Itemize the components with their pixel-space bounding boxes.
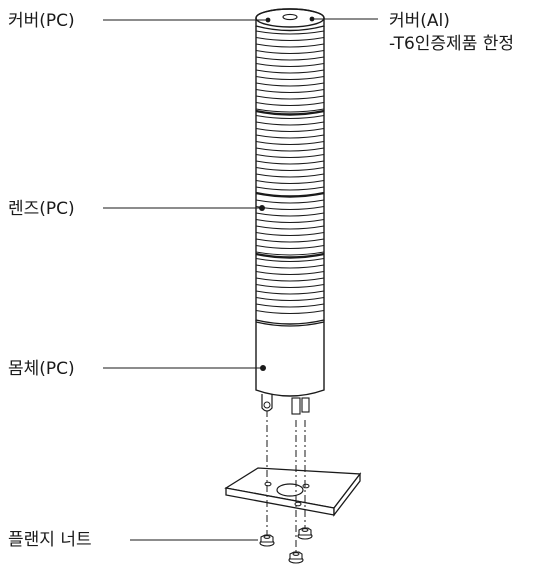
lens-rib [255,82,325,87]
tier-divider-ring [255,252,325,259]
tier-divider-ring [255,109,325,116]
plate-mount-hole [294,501,302,507]
lens-rib [255,128,325,132]
flange-nut-bore [292,552,300,556]
lens-rib [255,186,325,191]
lens-rib [255,141,325,145]
lens-rib [255,238,325,243]
top-cover-outline [255,8,325,28]
lens-tube [255,26,325,325]
body-top-rim [255,321,325,327]
label-cover-al: 커버(Al) [389,11,450,31]
label-body: 몸체(PC) [8,359,75,379]
flange-nut-bore [301,528,309,532]
flange-plate-side-edge [333,472,361,517]
lens-rib [255,89,325,93]
lens-rib [255,160,325,165]
label-cover-pc: 커버(PC) [8,11,75,31]
lens-rib [255,43,325,48]
plate-mount-hole [264,481,272,487]
lens-rib [255,284,325,288]
lens-rib [255,50,325,54]
lens-rib [255,69,325,74]
mounting-stud [301,397,310,413]
flange-nut-bore [263,535,271,539]
lens-rib [255,173,325,178]
lens-rib [255,219,325,223]
label-lens: 렌즈(PC) [8,199,75,219]
mounting-stud [291,397,301,415]
lens-rib [255,180,325,184]
lens-rib [255,121,325,126]
label-cover-al-note: -T6인증제품 한정 [389,34,515,54]
lens-rib [255,225,325,230]
top-cover-side [255,18,325,32]
lens-rib [255,63,325,67]
lens-rib [255,102,325,106]
lens-rib [255,245,325,249]
lens-rib [255,167,325,171]
lens-rib [255,271,325,275]
lens-rib [255,147,325,152]
lens-rib [255,30,325,35]
lens-rib [255,108,325,113]
lens-rib [255,310,325,314]
lens-rib [255,297,325,301]
label-flange-nut: 플랜지 너트 [8,530,92,550]
lens-rib [255,115,325,119]
lens-rib [255,232,325,236]
lens-rib [255,303,325,308]
lens-rib [255,56,325,61]
lens-rib [255,212,325,217]
plate-mount-hole [302,483,310,489]
lens-rib [255,154,325,158]
lens-rib [255,37,325,41]
lens-rib [255,258,325,262]
lens-rib [255,251,325,256]
lens-rib [255,290,325,295]
lens-rib [255,95,325,100]
lens-rib [255,199,325,204]
lens-rib [255,277,325,282]
lens-rib [255,76,325,80]
body-lug-hole [263,401,271,409]
tier-divider-ring [255,191,325,198]
top-cover-center-boss [282,13,298,21]
body-cylinder [255,320,325,397]
lens-rib [255,134,325,139]
lens-rib [255,264,325,269]
plate-center-hole [276,483,304,497]
